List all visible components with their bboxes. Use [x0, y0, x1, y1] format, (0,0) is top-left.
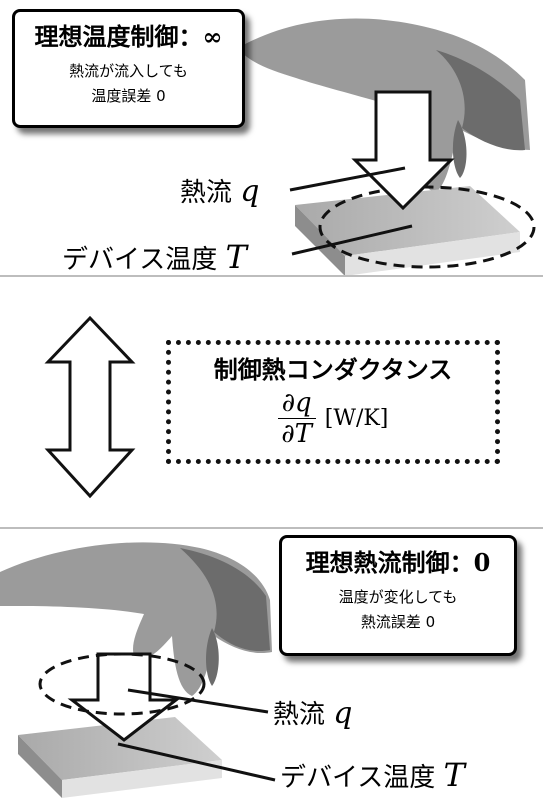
heat-flow-arrow-bottom [67, 652, 181, 742]
heat-flow-text-top: 熱流 [180, 178, 233, 208]
fraction-numerator: ∂q [277, 389, 316, 419]
ideal-heat-flow-control-box: 理想熱流制御：0 温度が変化しても 熱流誤差 0 [279, 535, 517, 656]
heat-flow-var-bottom: q [333, 696, 353, 731]
ideal-heat-flow-control-line1: 温度が変化しても [338, 588, 458, 606]
device-temp-var-bottom: T [443, 756, 465, 794]
ideal-heat-flow-control-title: 理想熱流制御：0 [305, 548, 491, 577]
partial-derivative-fraction: ∂q ∂T [277, 389, 316, 449]
dashed-ellipse-top [318, 185, 536, 269]
leader-line-temp-top [291, 224, 413, 256]
heat-flow-var-top: q [240, 174, 260, 209]
control-conductance-title: 制御熱コンダクタンス [213, 355, 453, 384]
leader-line-heat-top [289, 166, 406, 192]
device-temp-label-top: デバイス温度 T [62, 238, 247, 276]
ideal-temperature-control-box: 理想温度制御：∞ 熱流が流入しても 温度誤差 0 [12, 9, 245, 128]
ideal-temperature-control-title: 理想温度制御：∞ [34, 22, 223, 51]
device-slab-bottom [18, 717, 222, 798]
device-slab-top [295, 186, 520, 276]
conductance-formula: ∂q ∂T [W/K] [171, 389, 495, 448]
dashed-ellipse-bottom [38, 652, 206, 716]
leader-line-temp-bottom [117, 742, 276, 782]
ideal-heat-flow-control-line2: 熱流誤差 0 [360, 613, 436, 631]
heat-flow-label-top: 熱流 q [180, 172, 260, 209]
ideal-temperature-control-line1: 熱流が流入しても [69, 62, 188, 80]
device-temp-text-top: デバイス温度 [62, 245, 218, 275]
conductance-unit: [W/K] [324, 406, 389, 431]
leader-line-heat-bottom [127, 688, 269, 714]
heat-flow-arrow-top [351, 90, 455, 211]
double-headed-arrow [44, 315, 136, 499]
device-temp-var-top: T [225, 238, 247, 276]
device-temp-label-bottom: デバイス温度 T [280, 756, 465, 794]
device-temp-text-bottom: デバイス温度 [280, 763, 436, 793]
hand-top-illustration [238, 18, 530, 193]
ideal-temperature-control-line2: 温度誤差 0 [91, 87, 166, 105]
control-conductance-box: 制御熱コンダクタンス ∂q ∂T [W/K] [166, 340, 500, 464]
heat-flow-text-bottom: 熱流 [273, 700, 326, 730]
fraction-denominator: ∂T [281, 419, 313, 449]
heat-flow-label-bottom: 熱流 q [273, 694, 353, 731]
hand-bottom-illustration [0, 542, 272, 696]
